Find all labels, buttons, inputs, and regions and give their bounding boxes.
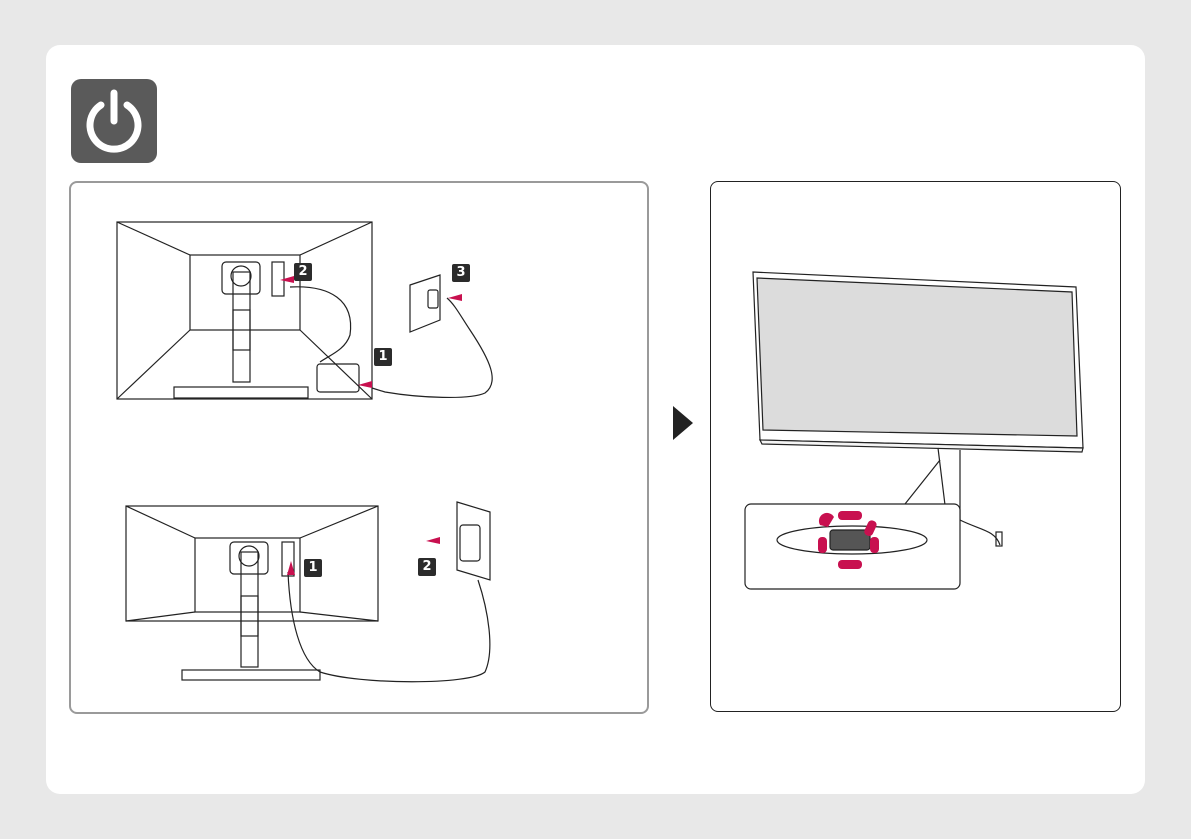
- power-on-panel: [710, 181, 1121, 712]
- step-badge: 1: [304, 559, 322, 577]
- top-direction-arrows: [280, 276, 462, 388]
- play-arrow-icon: [673, 406, 693, 440]
- step-badge: 1: [374, 348, 392, 366]
- step-badge: 3: [452, 264, 470, 282]
- bottom-monitor-back: [126, 502, 490, 682]
- step-badge: 2: [294, 263, 312, 281]
- top-monitor-back: [117, 222, 492, 399]
- step-badge: 2: [418, 558, 436, 576]
